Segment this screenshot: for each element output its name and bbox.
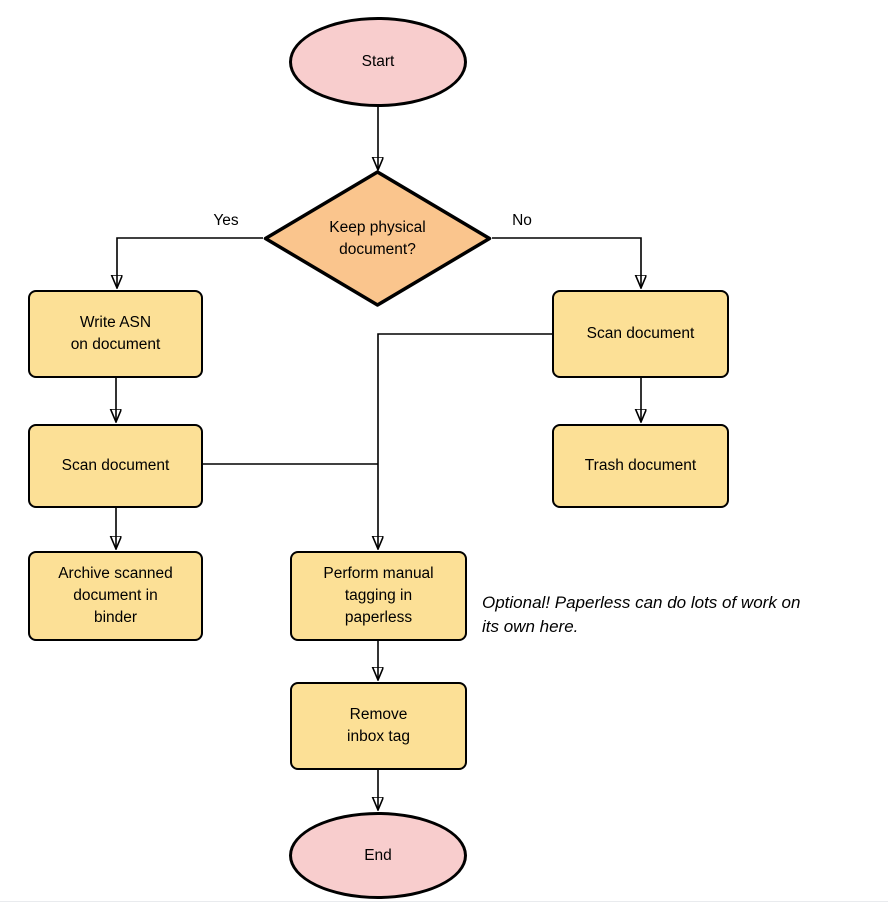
decision-node: Keep physical document? — [262, 169, 493, 308]
edge-label-yes: Yes — [213, 212, 239, 229]
end-node-label: End — [364, 846, 392, 864]
write-asn-node: Write ASN on document — [28, 290, 203, 378]
edge-decision-yes-to-write-asn — [117, 237, 263, 287]
scan-document-right-node: Scan document — [552, 290, 729, 378]
remove-inbox-tag-label: Remove inbox tag — [347, 706, 410, 745]
decision-diamond-shape — [263, 170, 492, 307]
decision-node-label: Keep physical document? — [329, 218, 426, 258]
scan-document-right-label: Scan document — [586, 325, 695, 342]
start-node-label: Start — [361, 53, 395, 70]
edge-scan-right-to-perform-tagging — [378, 333, 552, 548]
trash-document-node: Trash document — [552, 424, 729, 508]
end-node: End — [289, 812, 467, 899]
edge-label-no: No — [512, 212, 532, 229]
edge-decision-no-to-scan-right — [492, 237, 641, 287]
start-node: Start — [289, 17, 467, 107]
archive-document-label: Archive scanned document in binder — [58, 565, 173, 626]
trash-document-label: Trash document — [584, 457, 697, 474]
scan-document-left-label: Scan document — [61, 457, 170, 474]
optional-annotation: Optional! Paperless can do lots of work … — [482, 593, 801, 636]
page-bottom-edge — [0, 901, 888, 902]
perform-tagging-label: Perform manual tagging in paperless — [323, 565, 434, 626]
write-asn-node-label: Write ASN on document — [70, 314, 161, 353]
archive-document-node: Archive scanned document in binder — [28, 551, 203, 641]
scan-document-left-node: Scan document — [28, 424, 203, 508]
perform-tagging-node: Perform manual tagging in paperless — [290, 551, 467, 641]
remove-inbox-tag-node: Remove inbox tag — [290, 682, 467, 770]
